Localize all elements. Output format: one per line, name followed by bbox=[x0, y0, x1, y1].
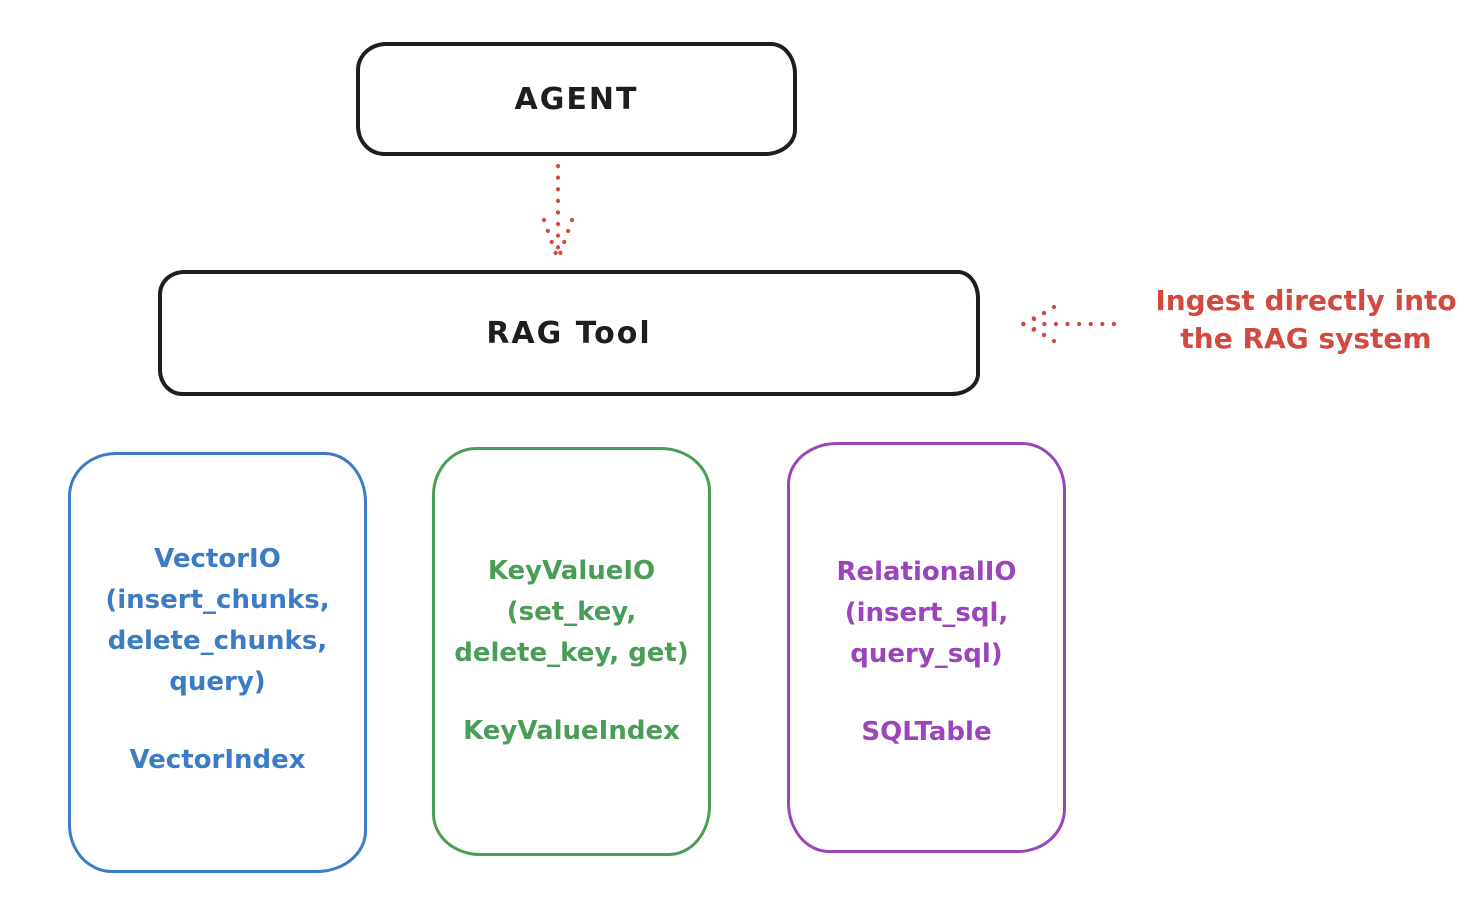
rag-tool-node-label: RAG Tool bbox=[486, 315, 652, 351]
ingest-annotation: Ingest directly into the RAG system bbox=[1155, 284, 1457, 355]
key-value-io-node: KeyValueIO (set_key, delete_key, get) Ke… bbox=[432, 447, 711, 856]
sql-table-label: SQLTable bbox=[861, 717, 992, 747]
vector-io-node: VectorIO (insert_chunks, delete_chunks, … bbox=[68, 452, 367, 873]
key-value-index-label: KeyValueIndex bbox=[463, 716, 680, 746]
relational-io-api-label: RelationalIO (insert_sql, query_sql) bbox=[836, 557, 1017, 669]
agent-node-label: AGENT bbox=[514, 81, 639, 117]
relational-io-node: RelationalIO (insert_sql, query_sql) SQL… bbox=[787, 442, 1066, 853]
key-value-io-api-label: KeyValueIO (set_key, delete_key, get) bbox=[454, 556, 689, 668]
vector-io-api-label: VectorIO (insert_chunks, delete_chunks, … bbox=[105, 544, 330, 697]
rag-tool-node: RAG Tool bbox=[158, 270, 980, 396]
dotted-arrow-left-icon bbox=[1020, 304, 1117, 344]
agent-node: AGENT bbox=[356, 42, 797, 156]
dotted-arrow-down-icon bbox=[541, 163, 575, 261]
vector-index-label: VectorIndex bbox=[129, 745, 306, 775]
